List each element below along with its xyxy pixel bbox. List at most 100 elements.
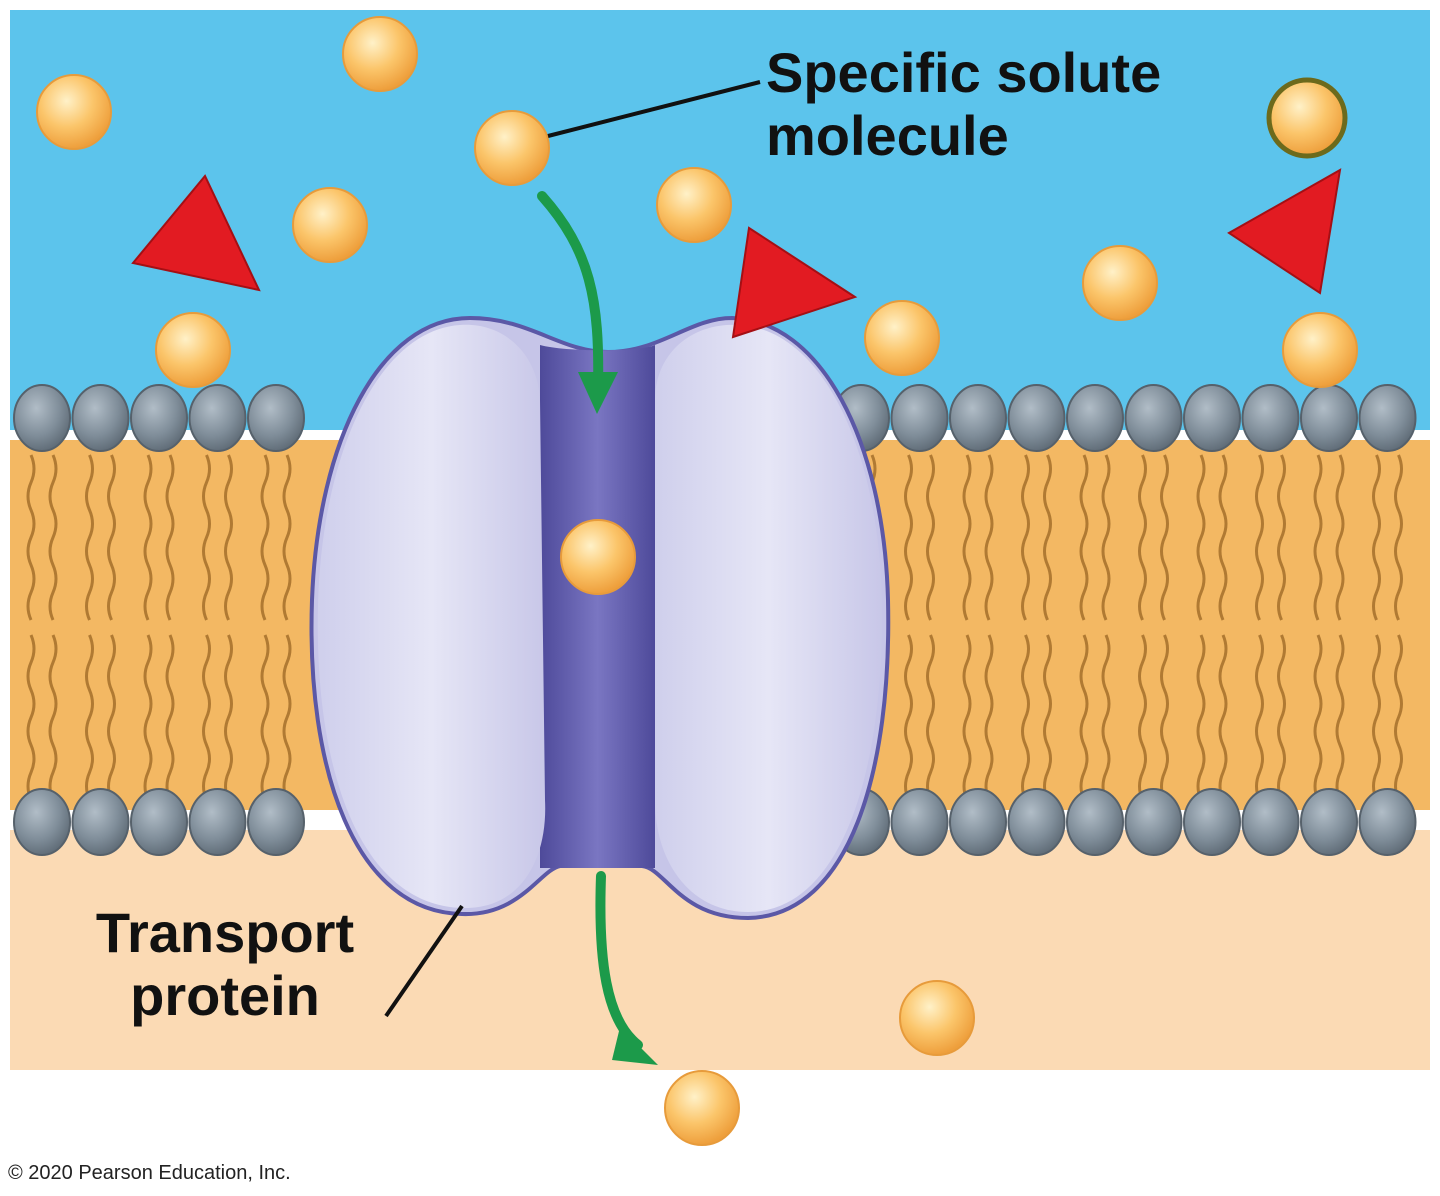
lipid-tail bbox=[1160, 634, 1169, 801]
phospholipid-head bbox=[247, 788, 305, 856]
phospholipid-head bbox=[1300, 788, 1358, 856]
lipid-tail bbox=[282, 454, 292, 621]
transport-protein bbox=[309, 315, 891, 921]
lipid-tail bbox=[1255, 634, 1264, 801]
other-molecules bbox=[131, 168, 1342, 339]
solute-label-line2: molecule bbox=[766, 103, 1009, 167]
other-molecule bbox=[731, 226, 858, 339]
lipid-tail bbox=[962, 634, 972, 801]
phospholipid-head bbox=[1300, 384, 1358, 452]
lipid-tail bbox=[202, 454, 211, 621]
solute-molecule-in-channel bbox=[560, 519, 636, 595]
lipid-tail bbox=[48, 634, 58, 801]
copyright-notice: © 2020 Pearson Education, Inc. bbox=[8, 1162, 291, 1184]
protein-label-line1: Transport bbox=[95, 901, 355, 964]
transport-arrows bbox=[537, 191, 658, 1065]
lipid-tail bbox=[1277, 634, 1286, 801]
solute-molecule bbox=[342, 16, 418, 92]
lipid-tail bbox=[962, 454, 972, 621]
solute-molecule bbox=[1082, 245, 1158, 321]
phospholipid-head bbox=[1183, 384, 1241, 452]
lipid-tail bbox=[1394, 454, 1403, 621]
phospholipid-head bbox=[13, 384, 71, 452]
lipid-tail bbox=[1372, 634, 1381, 801]
solute-molecule-label: Specific solute molecule bbox=[766, 41, 1162, 167]
lipid-tail bbox=[1079, 454, 1089, 621]
lipid-tail bbox=[224, 634, 233, 801]
solute-molecule bbox=[899, 980, 975, 1056]
lipid-tail bbox=[1372, 454, 1381, 621]
lipid-tail bbox=[1021, 454, 1030, 621]
phospholipid-head bbox=[1007, 788, 1066, 856]
solute-leader-line bbox=[547, 80, 761, 138]
lipid-tail bbox=[107, 634, 116, 801]
phospholipid-head bbox=[188, 384, 247, 452]
solute-molecule bbox=[36, 74, 112, 150]
lipid-tail bbox=[1021, 634, 1030, 801]
phospholipid-head bbox=[1358, 384, 1417, 452]
lipid-tail bbox=[1394, 634, 1403, 801]
phospholipid-head bbox=[1241, 384, 1300, 452]
solute-molecule bbox=[656, 167, 732, 243]
solute-molecule bbox=[864, 300, 940, 376]
lipid-tail bbox=[1335, 454, 1345, 621]
solute-molecule bbox=[292, 187, 368, 263]
phospholipid-head bbox=[1183, 788, 1241, 856]
lipid-tail bbox=[1196, 454, 1206, 621]
arrow-head-entering bbox=[578, 372, 618, 414]
arrow-head-exiting bbox=[612, 1027, 658, 1065]
protein-subunit-right bbox=[655, 324, 883, 912]
lipid-tail bbox=[1218, 454, 1228, 621]
lipid-tail bbox=[1313, 454, 1323, 621]
lipid-tail bbox=[143, 454, 153, 621]
phospholipid-head bbox=[1007, 384, 1066, 452]
solute-molecule bbox=[664, 1070, 740, 1146]
lipid-tail bbox=[26, 634, 36, 801]
phospholipid-head bbox=[890, 788, 949, 856]
lipid-tail bbox=[85, 634, 94, 801]
arrow-exiting-channel bbox=[595, 871, 643, 1050]
lipid-tails bbox=[26, 454, 1403, 801]
lipid-tail bbox=[26, 454, 36, 621]
other-molecule bbox=[131, 174, 261, 292]
lipid-tail bbox=[1160, 454, 1169, 621]
lipid-tail bbox=[926, 454, 935, 621]
phospholipid-head bbox=[130, 788, 188, 856]
lipid-tail bbox=[904, 454, 913, 621]
phospholipid-head bbox=[949, 788, 1007, 856]
lipid-tail bbox=[1101, 454, 1111, 621]
lipid-tail bbox=[107, 454, 116, 621]
protein-leader-line bbox=[384, 904, 464, 1018]
lipid-tail bbox=[1255, 454, 1264, 621]
phospholipid-heads-outer bbox=[13, 384, 1417, 452]
phospholipid-head bbox=[130, 384, 188, 452]
lipid-tail bbox=[926, 634, 935, 801]
lipid-tail bbox=[984, 454, 994, 621]
lipid-tail bbox=[143, 634, 153, 801]
lipid-tail bbox=[48, 454, 58, 621]
solute-label-line1: Specific solute bbox=[766, 41, 1162, 104]
lipid-tail bbox=[1335, 634, 1345, 801]
protein-subunit-left bbox=[317, 324, 546, 909]
solute-molecule bbox=[155, 312, 231, 388]
lipid-tail bbox=[282, 634, 292, 801]
phospholipid-head bbox=[13, 788, 71, 856]
solute-molecule bbox=[474, 110, 550, 186]
phospholipid-head bbox=[890, 384, 949, 452]
phospholipid-head bbox=[1066, 788, 1124, 856]
lipid-tail bbox=[1313, 634, 1323, 801]
phospholipid-head bbox=[1066, 384, 1124, 452]
phospholipid-head bbox=[71, 788, 130, 856]
lipid-tail bbox=[1101, 634, 1111, 801]
phospholipid-head bbox=[1358, 788, 1417, 856]
lipid-tail bbox=[904, 634, 913, 801]
solute-molecules bbox=[36, 16, 1358, 1146]
phospholipid-head bbox=[247, 384, 305, 452]
lipid-tail bbox=[260, 634, 270, 801]
lipid-tail bbox=[85, 454, 94, 621]
solute-molecule bbox=[1282, 312, 1358, 388]
phospholipid-head bbox=[949, 384, 1007, 452]
phospholipid-head bbox=[71, 384, 130, 452]
lipid-bilayer bbox=[10, 384, 1430, 856]
